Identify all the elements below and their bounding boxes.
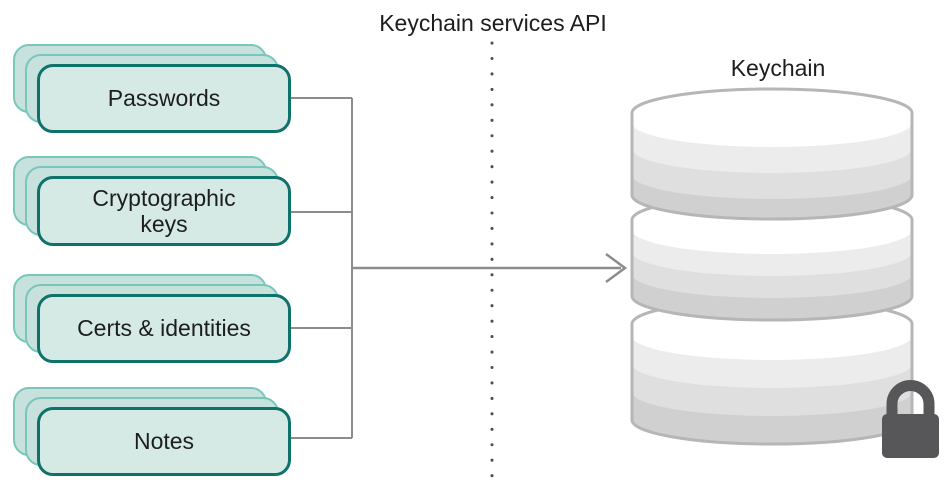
database-icon [630,87,914,446]
card-label: Certs & identities [77,315,251,342]
card-certs-identities: Certs & identities [37,294,291,363]
database-segment-bottom [630,298,914,446]
database-segment-top [630,87,914,221]
lock-icon [882,380,939,458]
card-stack-notes: Notes [13,387,291,476]
api-title: Keychain services API [379,10,607,36]
card-label: Passwords [107,85,221,112]
card-label: Cryptographic keys [92,184,236,237]
card-stack-certs-identities: Certs & identities [13,274,291,363]
card-label: Notes [133,428,195,455]
card-stack-passwords: Passwords [13,44,291,133]
card-notes: Notes [37,407,291,476]
card-stack-cryptographic-keys: Cryptographic keys [13,156,291,246]
card-passwords: Passwords [37,64,291,133]
api-arrow-head [605,252,628,284]
card-cryptographic-keys: Cryptographic keys [37,176,291,246]
keychain-title: Keychain [730,55,826,81]
